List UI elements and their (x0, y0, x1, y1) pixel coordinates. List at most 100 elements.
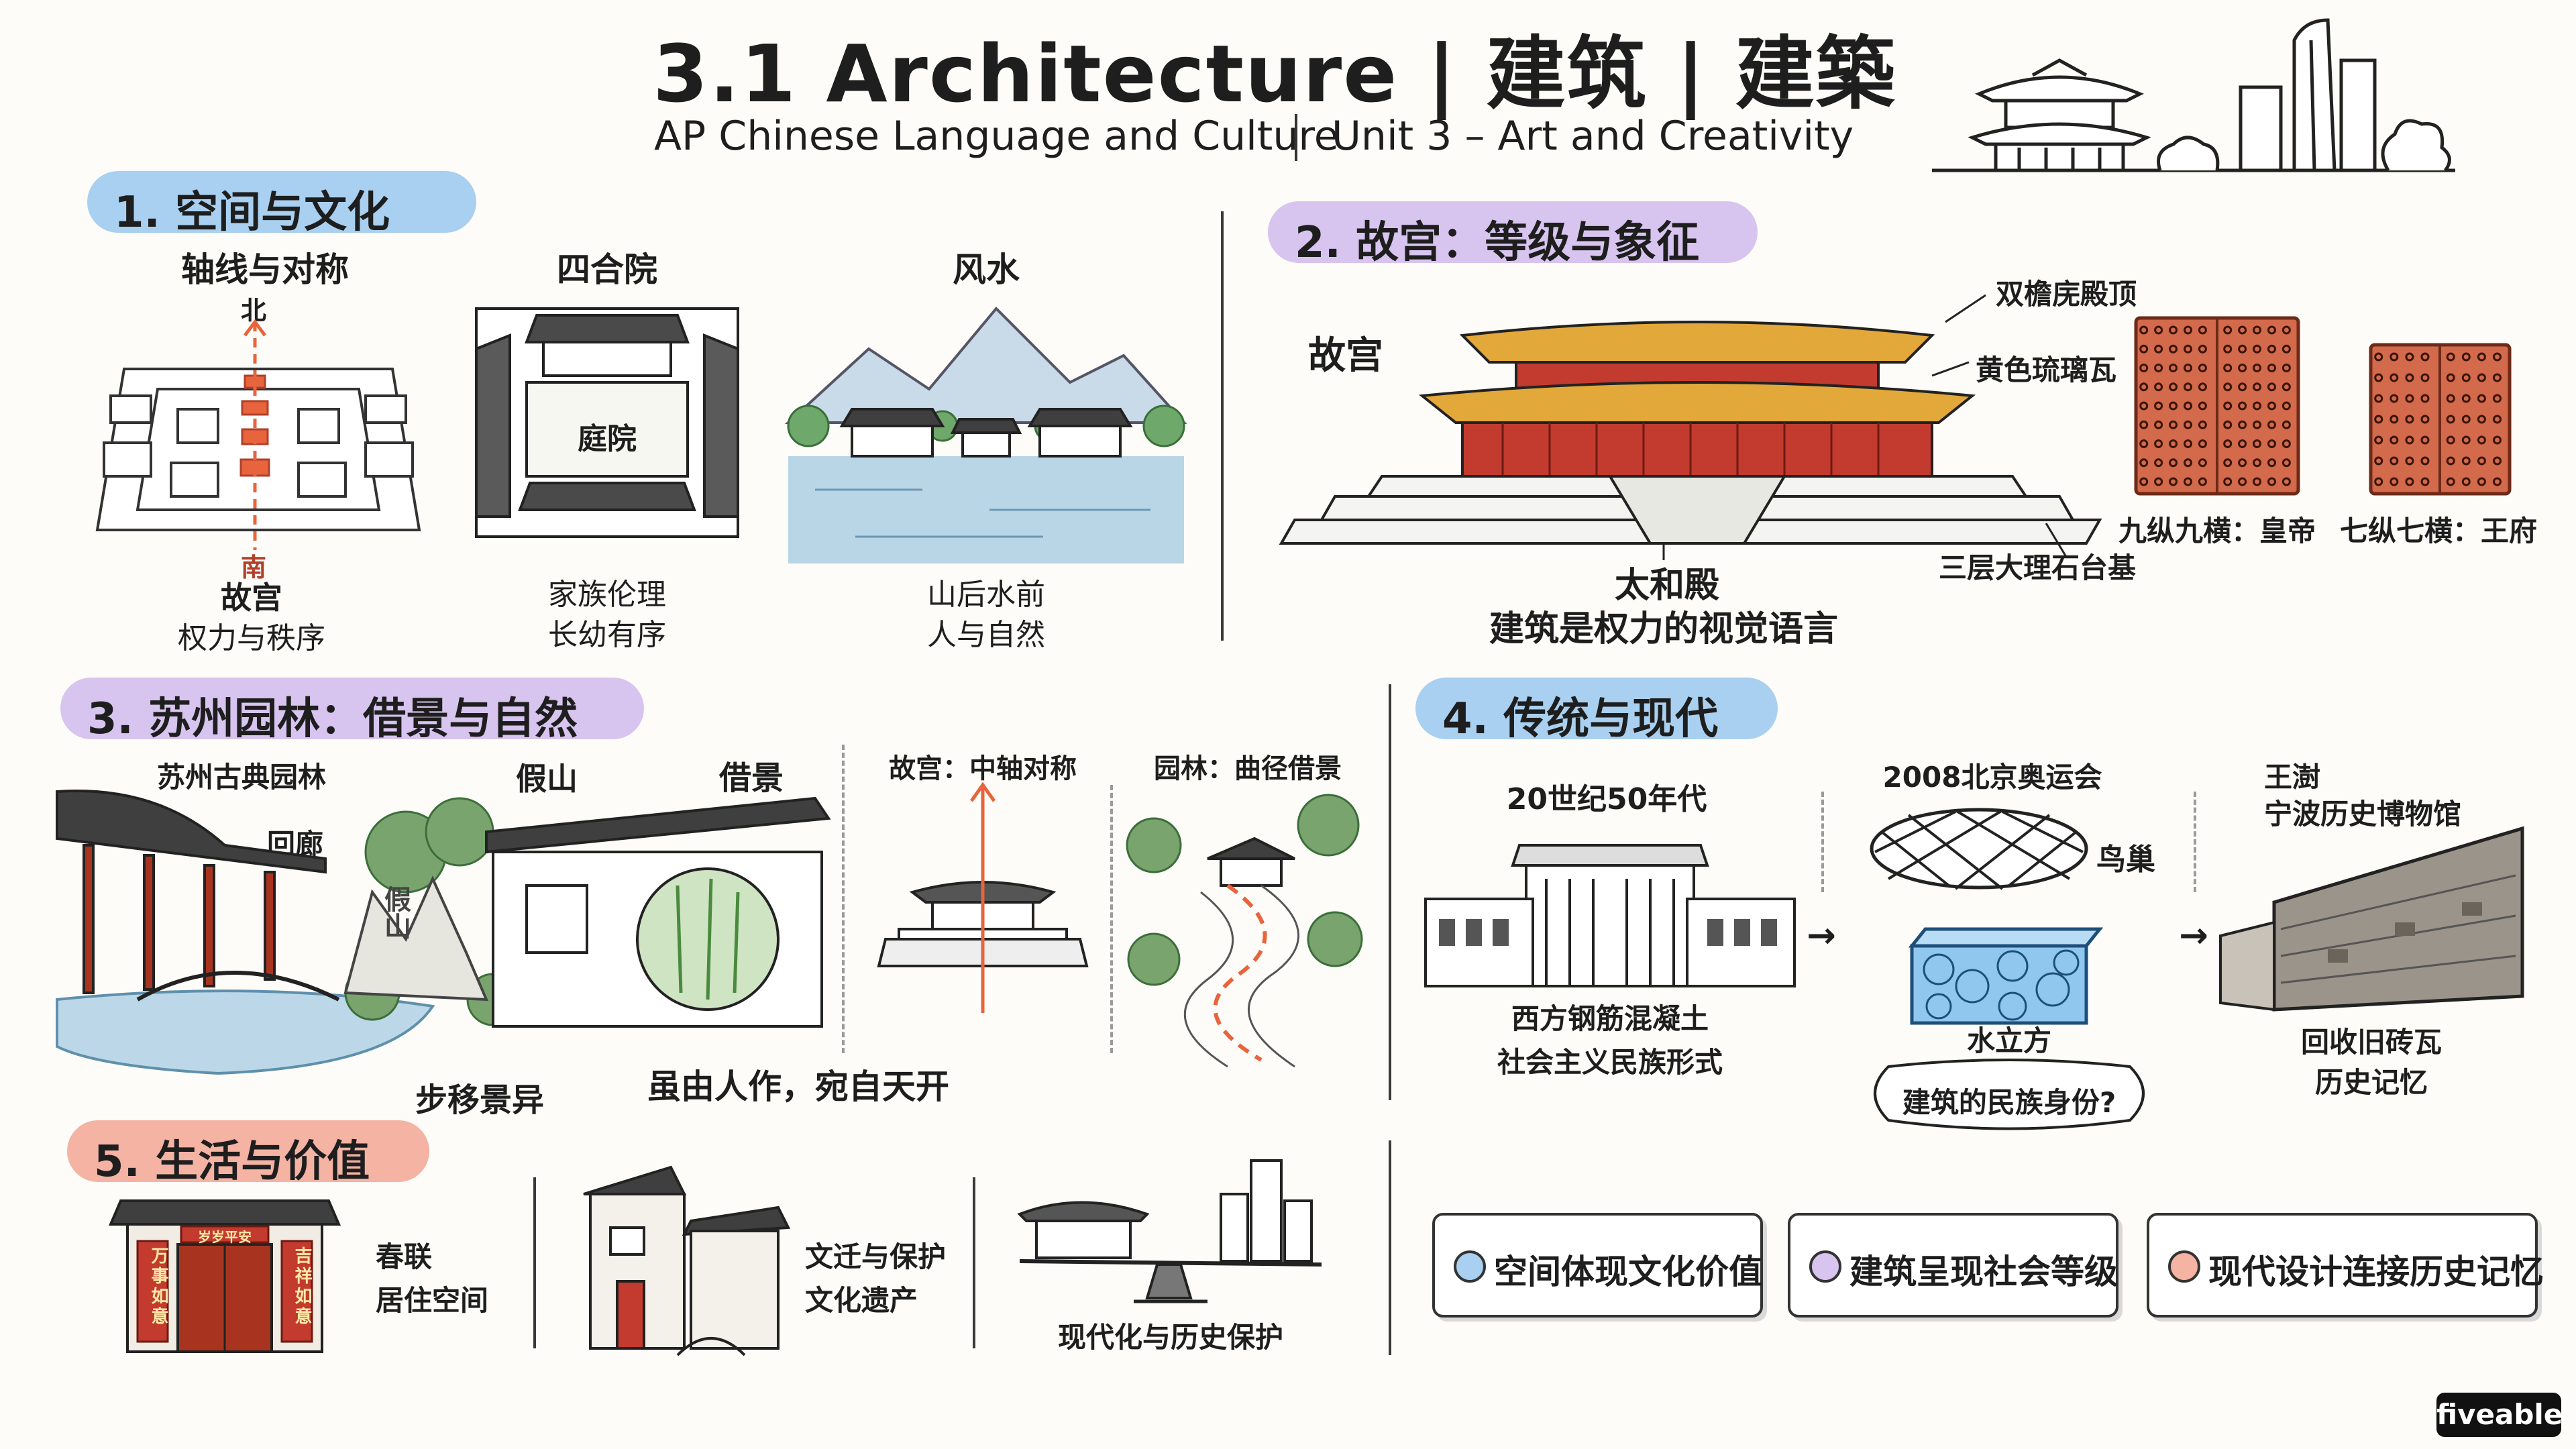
arrow-era1-era2: → (1807, 916, 1836, 956)
door-stud (2374, 435, 2383, 445)
door-stud (2184, 401, 2192, 411)
summary-text-space: 空间体现文化价值 (1494, 1252, 1762, 1291)
era3-architect: 王澍 (2264, 761, 2321, 794)
fiveable-logo: fiveable (2436, 1393, 2563, 1437)
door-stud (2420, 352, 2430, 362)
fengshui-heading: 风水 (953, 250, 1020, 289)
subtitle-course: AP Chinese Language and Culture (654, 113, 1339, 160)
divider-era1-era2 (1821, 792, 1824, 892)
door-stud (2420, 477, 2430, 486)
fengshui-caption-2: 人与自然 (927, 618, 1045, 652)
door-stud (2390, 435, 2399, 445)
suzhou-garden-illustration (56, 790, 831, 1075)
garden-quote: 虽由人作，宛自天开 (647, 1067, 949, 1106)
siheyuan-illustration (475, 307, 739, 538)
divider-s5-2 (973, 1177, 975, 1348)
door-nine-by-nine (2134, 316, 2300, 496)
door-seven-by-seven (2369, 343, 2512, 496)
heritage-label: 文化遗产 (805, 1284, 918, 1317)
door-stud (2154, 401, 2163, 411)
courtyard-label: 庭院 (578, 422, 637, 456)
door-stud (2374, 456, 2383, 466)
door-stud (2238, 439, 2247, 448)
steps-caption: 步移景异 (415, 1081, 545, 1119)
door-stud (2461, 415, 2471, 424)
door-stud (2154, 477, 2163, 486)
axis-south-label: 南 (240, 553, 267, 582)
doorway-couplet-illustration (108, 1199, 341, 1353)
winding-path-illustration (1126, 794, 1363, 1068)
skyline-illustration (1932, 18, 2455, 172)
door-stud (2169, 477, 2178, 486)
summary-text-memory: 现代设计连接历史记忆 (2208, 1252, 2544, 1291)
door-stud (2267, 325, 2276, 335)
door-stud (2139, 439, 2149, 448)
door-stud (2169, 364, 2178, 372)
door-stud (2253, 439, 2261, 448)
s2-caption: 建筑是权力的视觉语言 (1489, 609, 1839, 649)
identity-question: 建筑的民族身份? (1902, 1086, 2116, 1119)
door-stud (2420, 394, 2430, 403)
door-stud (2154, 439, 2163, 448)
summary-dot-purple (1809, 1250, 1841, 1283)
door-stud (2493, 373, 2502, 382)
axis-north-label: 北 (240, 296, 267, 325)
siheyuan-caption-1: 家族伦理 (548, 578, 666, 612)
door-stud (2169, 420, 2178, 429)
water-cube-label: 水立方 (1966, 1024, 2052, 1057)
divider-s5-1 (533, 1177, 536, 1348)
door-stud (2139, 458, 2149, 468)
door-stud (2154, 420, 2163, 429)
door-stud (2461, 373, 2471, 382)
door-stud (2238, 420, 2247, 429)
door-stud (2169, 401, 2178, 411)
door-stud (2154, 382, 2163, 392)
door-stud (2139, 401, 2149, 411)
door-stud (2223, 458, 2233, 468)
door-stud (2184, 382, 2192, 392)
summary-text-hierarchy: 建筑呈现社会等级 (1849, 1252, 2118, 1291)
door-stud (2477, 435, 2486, 445)
door-stud (2154, 325, 2163, 335)
couplet-top-text: 岁岁平安 (198, 1229, 252, 1245)
door-stud (2282, 344, 2291, 354)
door-stud (2223, 344, 2233, 354)
door-stud (2238, 477, 2247, 486)
door-stud (2139, 364, 2149, 372)
door-stud (2253, 420, 2261, 429)
door-stud (2267, 364, 2276, 372)
door-stud (2238, 364, 2247, 372)
door-stud (2420, 415, 2430, 424)
door-stud (2493, 477, 2502, 486)
door-stud (2238, 382, 2247, 392)
door-stud (2374, 373, 2383, 382)
door-stud (2282, 458, 2291, 468)
rockery-label: 假山 (516, 761, 578, 797)
compare-left-label: 故宫：中轴对称 (889, 753, 1077, 784)
divider-era2-era3 (2194, 792, 2196, 892)
door-stud (2477, 352, 2486, 362)
door-stud (2198, 344, 2207, 354)
door-stud (2267, 458, 2276, 468)
gugong-label: 故宫 (1308, 334, 1383, 378)
door-stud (2223, 420, 2233, 429)
door-stud (2139, 477, 2149, 486)
taihedian-illustration (1279, 294, 2102, 560)
water-cube-illustration (1908, 927, 2104, 1025)
section-4-header: 4. 传统与现代 (1415, 678, 1778, 744)
door-stud (2267, 344, 2276, 354)
door-stud (2405, 394, 2414, 403)
door-stud (2154, 364, 2163, 372)
door-stud (2154, 458, 2163, 468)
door-stud (2184, 344, 2192, 354)
door-stud (2282, 401, 2291, 411)
subtitle-unit: Unit 3 – Art and Creativity (1332, 113, 1854, 160)
door-stud (2493, 435, 2502, 445)
section-1-header: 1. 空间与文化 (87, 171, 476, 237)
door-stud (2405, 456, 2414, 466)
door-stud (2238, 344, 2247, 354)
door-stud (2446, 415, 2455, 424)
door-stud (2253, 401, 2261, 411)
door-stud (2169, 325, 2178, 335)
borrowed-scenery-label: 借景 (718, 759, 784, 797)
